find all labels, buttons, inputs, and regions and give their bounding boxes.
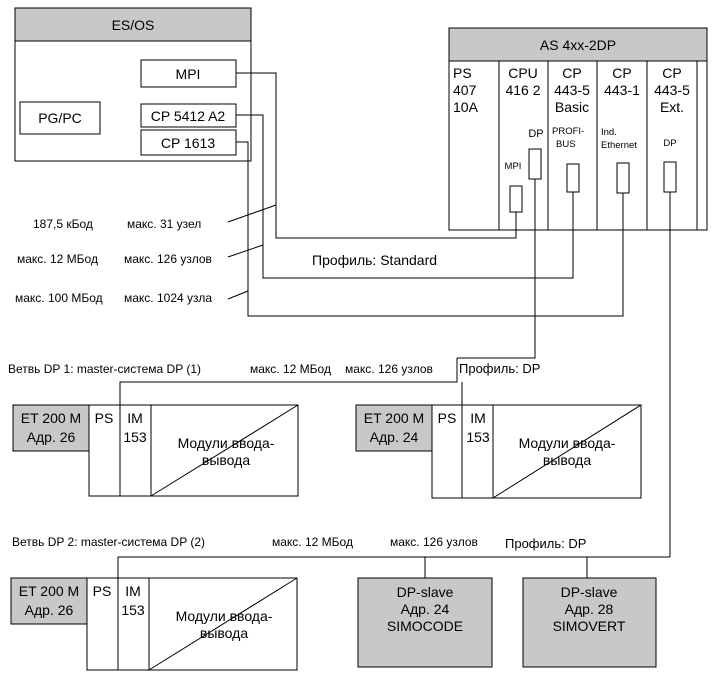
cp-eth-sub1: Ind. [601,127,617,138]
profile-standard: Профиль: Standard [312,252,437,268]
cp-eth-line1: CP [612,65,631,81]
et200m-slave-a: ET 200 M Адр. 26 PS IM 153 Модули ввода-… [12,404,299,497]
bus-annotations: 187,5 кБод макс. 31 узел макс. 12 МБод м… [15,217,437,305]
branch1-speed: макс. 12 МБод [250,362,331,376]
cp-eth-line2: 443-1 [604,82,640,98]
et200-b-modules1: Модули ввода- [519,435,616,451]
et200-c-addr: Адр. 26 [25,602,74,618]
cp-basic-sub2: BUS [556,139,576,150]
et200-c-name: ET 200 M [19,583,79,599]
et200-b-ps: PS [438,410,457,426]
cp-basic-sub1: PROFI- [552,126,584,137]
slave2-line2: Адр. 28 [565,601,614,617]
cpu-mpi-label: MPI [505,161,522,172]
mpi-speed: 187,5 кБод [33,217,93,231]
et200-a-ps: PS [95,410,114,426]
et200-c-im2: 153 [121,602,145,618]
ethernet-speed: макс. 100 МБод [15,291,103,305]
et200-b-addr: Адр. 24 [370,429,419,445]
branch1-label: Ветвь DP 1: master-система DP (1) [8,362,201,376]
dp-branch-2: Ветвь DP 2: master-система DP (2) макс. … [12,535,670,578]
profibus-speed: макс. 12 МБод [17,252,98,266]
cp1613-label: CP 1613 [161,135,215,151]
branch2-profile: Профиль: DP [505,536,586,551]
et200-c-modules1: Модули ввода- [176,608,273,624]
ps-line2: 407 [453,82,477,98]
et200-a-im1: IM [127,410,143,426]
et200-b-name: ET 200 M [364,410,424,426]
et200-a-modules2: вывода [202,452,250,468]
cp-ext-line2: 443-5 [654,82,690,98]
cp-basic-line1: CP [562,65,581,81]
et200-a-im2: 153 [123,429,147,445]
et200-a-modules1: Модули ввода- [178,435,275,451]
slave2-line3: SIMOVERT [553,618,626,634]
et200-b-im2: 153 [466,429,490,445]
et200-c-modules2: вывода [200,625,248,641]
cpu-line1: CPU [508,65,538,81]
as-title: AS 4xx-2DP [540,37,616,53]
cpu-mpi-port [509,185,523,213]
cpu-dp-port [528,148,542,180]
cp-ext-line3: Ext. [660,99,684,115]
branch2-nodes: макс. 126 узлов [390,535,478,549]
cp5412-label: CP 5412 A2 [151,108,226,124]
et200-a-name: ET 200 M [21,410,81,426]
cp-ext-port [663,161,677,193]
as-rack: AS 4xx-2DP PS 407 10A CPU 416 2 DP MPI C… [448,27,708,231]
ps-line3: 10A [453,99,479,115]
cp-basic-line3: Basic [555,99,589,115]
profibus-nodes: макс. 126 узлов [124,252,212,266]
branch2-speed: макс. 12 МБод [272,535,353,549]
ps-line1: PS [453,65,472,81]
et200m-slave-c: ET 200 M Адр. 26 PS IM 153 Модули ввода-… [10,577,298,671]
pg-pc-label: PG/PC [38,110,82,126]
et200-c-ps: PS [93,583,112,599]
cp-eth-sub2: Ethernet [601,140,637,151]
slave1-line2: Адр. 24 [401,601,450,617]
cp-ext-line1: CP [662,65,681,81]
dp-slave-simocode: DP-slave Адр. 24 SIMOCODE [357,577,493,668]
et200m-slave-b: ET 200 M Адр. 24 PS IM 153 Модули ввода-… [355,404,642,499]
et200-a-addr: Адр. 26 [27,429,76,445]
es-os-title: ES/OS [112,17,155,33]
cp-basic-line2: 443-5 [554,82,590,98]
mpi-card-label: MPI [176,66,201,82]
slave1-line1: DP-slave [397,584,454,600]
cp-ext-sub: DP [663,138,676,149]
cp-basic-port [566,163,580,193]
slave1-line3: SIMOCODE [387,618,463,634]
branch2-label: Ветвь DP 2: master-система DP (2) [12,535,205,549]
dp-slave-simovert: DP-slave Адр. 28 SIMOVERT [522,577,657,668]
et200-b-im1: IM [470,410,486,426]
slave2-line1: DP-slave [561,584,618,600]
et200-b-modules2: вывода [543,452,591,468]
cpu-line2: 416 2 [505,82,540,98]
es-os-station: ES/OS MPI PG/PC CP 5412 A2 CP 1613 [14,7,252,162]
bus-lines [227,72,671,557]
branch1-profile: Профиль: DP [459,361,540,376]
et200-c-im1: IM [125,583,141,599]
mpi-nodes: макс. 31 узел [127,217,201,231]
cp-eth-port [616,162,630,194]
branch1-nodes: макс. 126 узлов [345,362,433,376]
dp-branch-1: Ветвь DP 1: master-система DP (1) макс. … [8,358,540,405]
ethernet-nodes: макс. 1024 узла [124,291,212,305]
cpu-dp-label: DP [528,128,543,140]
